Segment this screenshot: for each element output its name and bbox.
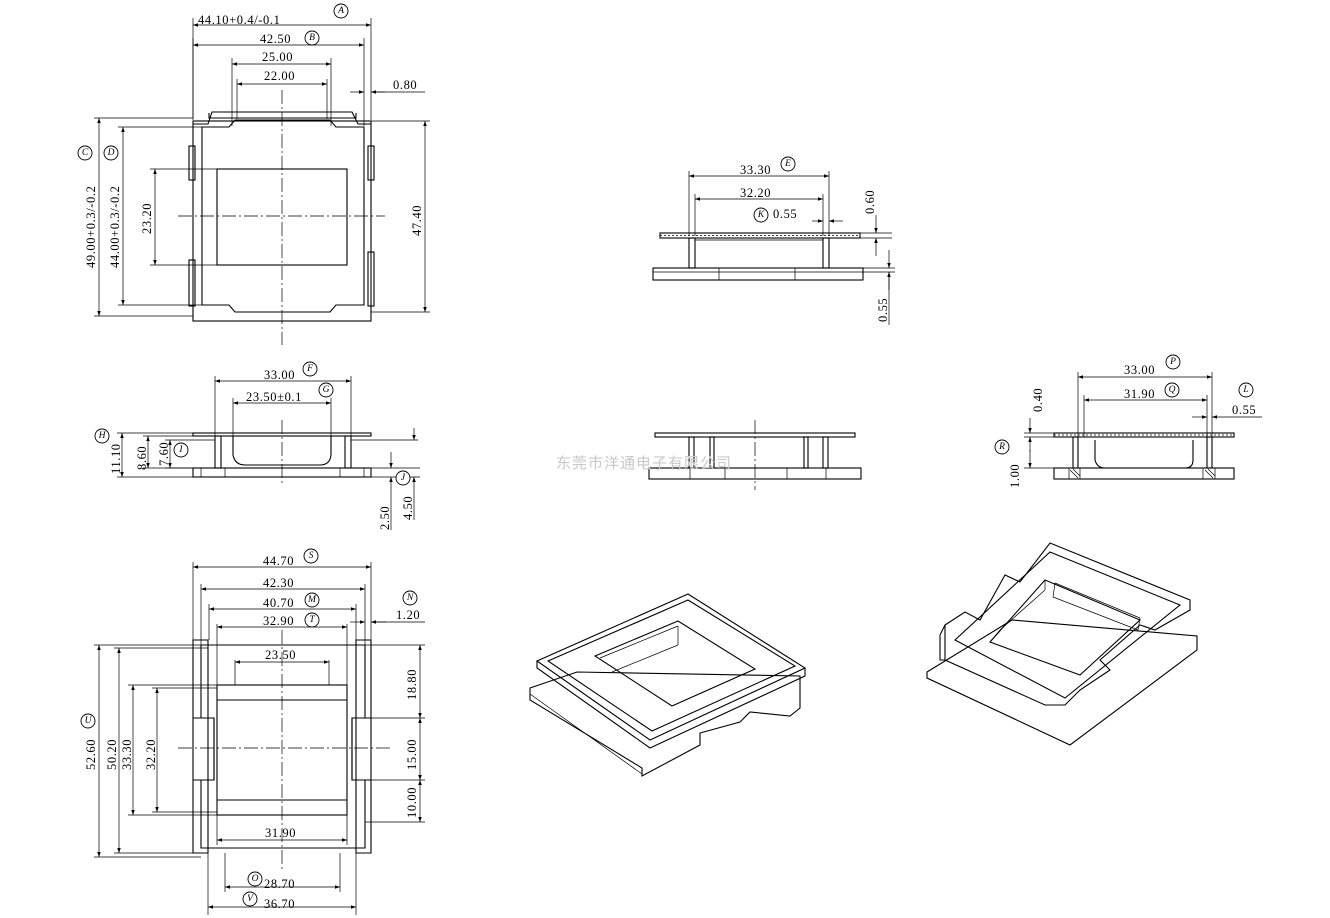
dim-11-10: 11.10 xyxy=(109,443,123,474)
dim-23-50-g: 23.50±0.1 xyxy=(246,390,302,404)
svg-text:K: K xyxy=(757,210,765,220)
tag-a: A xyxy=(333,3,349,19)
side-view-left: 33.00 23.50±0.1 11.10 8.60 7.60 2.50 4.5… xyxy=(109,368,420,530)
tag-d: D xyxy=(103,145,119,161)
dim-28-70: 28.70 xyxy=(264,877,295,891)
section-view-right: 33.00 31.90 0.55 0.40 1.00 xyxy=(1008,363,1262,488)
reference-tags: A B C D E F G H I J K L M N O P Q R S T … xyxy=(77,3,1254,907)
svg-text:E: E xyxy=(784,159,791,169)
tag-e: E xyxy=(780,156,796,172)
svg-text:C: C xyxy=(82,148,89,158)
isometric-view-2 xyxy=(926,542,1198,746)
dim-1-20: 1.20 xyxy=(396,608,420,622)
dim-18-80: 18.80 xyxy=(405,669,419,700)
tag-v: V xyxy=(242,891,258,907)
svg-text:O: O xyxy=(252,874,259,884)
dim-0-55-k: 0.55 xyxy=(773,207,797,221)
tag-q: Q xyxy=(1164,382,1180,398)
dim-33-00-p: 33.00 xyxy=(1124,363,1155,377)
svg-text:P: P xyxy=(1169,357,1176,367)
svg-text:B: B xyxy=(309,33,315,43)
dim-2-50: 2.50 xyxy=(378,506,392,530)
dim-0-40: 0.40 xyxy=(1031,388,1045,412)
svg-text:G: G xyxy=(323,385,330,395)
tag-j: J xyxy=(395,470,411,486)
dim-44-10: 44.10+0.4/-0.1 xyxy=(198,13,280,27)
dim-40-70: 40.70 xyxy=(263,596,294,610)
tag-g: G xyxy=(318,382,334,398)
dim-10-00: 10.00 xyxy=(405,787,419,818)
dim-36-70: 36.70 xyxy=(264,897,295,911)
dim-0-55-side: 0.55 xyxy=(876,298,890,322)
dim-25-00: 25.00 xyxy=(262,50,293,64)
dim-15-00: 15.00 xyxy=(405,739,419,770)
side-view-right: 33.30 32.20 0.55 0.60 0.55 xyxy=(652,163,895,325)
dim-32-20: 32.20 xyxy=(740,186,771,200)
tag-i: I xyxy=(173,442,189,458)
tag-u: U xyxy=(80,713,96,729)
tag-t: T xyxy=(304,612,320,628)
tag-f: F xyxy=(302,361,318,377)
tag-p: P xyxy=(1165,354,1181,370)
svg-text:L: L xyxy=(1242,385,1248,395)
watermark: 东莞市洋通电子有限公司 xyxy=(556,454,732,472)
tag-s: S xyxy=(303,548,319,564)
top-view: 44.10+0.4/-0.1 42.50 25.00 22.00 0.80 49… xyxy=(84,13,430,345)
svg-text:Q: Q xyxy=(1169,385,1176,395)
svg-text:S: S xyxy=(309,551,314,561)
dim-0-80-top: 0.80 xyxy=(393,78,417,92)
dim-32-20-bottom: 32.20 xyxy=(144,739,158,770)
tag-h: H xyxy=(94,428,110,444)
dim-23-20: 23.20 xyxy=(140,203,154,234)
dim-33-30: 33.30 xyxy=(740,163,771,177)
dim-8-60: 8.60 xyxy=(135,446,149,470)
dim-42-50: 42.50 xyxy=(260,32,291,46)
svg-text:J: J xyxy=(401,473,406,483)
dim-52-60: 52.60 xyxy=(84,739,98,770)
svg-text:V: V xyxy=(247,894,254,904)
dim-31-90-bottom: 31.90 xyxy=(265,826,296,840)
dim-31-90-q: 31.90 xyxy=(1124,387,1155,401)
tag-l: L xyxy=(1238,382,1254,398)
dim-49-00: 49.00+0.3/-0.2 xyxy=(84,186,98,268)
dim-4-50: 4.50 xyxy=(401,496,415,520)
dim-44-00: 44.00+0.3/-0.2 xyxy=(108,186,122,268)
dim-23-50-bottom: 23.50 xyxy=(265,648,296,662)
front-view-center xyxy=(648,420,862,490)
dim-42-30: 42.30 xyxy=(263,576,294,590)
tag-r: R xyxy=(994,439,1010,455)
svg-text:M: M xyxy=(307,595,317,605)
tag-c: C xyxy=(77,145,93,161)
dim-44-70: 44.70 xyxy=(263,554,294,568)
svg-text:F: F xyxy=(306,364,313,374)
svg-text:R: R xyxy=(998,442,1005,452)
tag-n: N xyxy=(402,590,418,606)
dim-33-00-f: 33.00 xyxy=(264,368,295,382)
tag-o: O xyxy=(247,871,263,887)
dim-47-40: 47.40 xyxy=(410,205,424,236)
dim-33-30-bottom: 33.30 xyxy=(120,739,134,770)
dim-22-00: 22.00 xyxy=(264,69,295,83)
svg-text:H: H xyxy=(98,431,107,441)
tag-m: M xyxy=(304,592,320,608)
svg-text:A: A xyxy=(337,6,344,16)
svg-text:I: I xyxy=(178,445,183,455)
dim-7-60: 7.60 xyxy=(157,442,171,466)
isometric-view-1 xyxy=(529,593,807,777)
svg-text:D: D xyxy=(107,148,115,158)
dim-0-55-l: 0.55 xyxy=(1232,403,1256,417)
svg-text:U: U xyxy=(85,716,93,726)
dim-50-20: 50.20 xyxy=(105,739,119,770)
svg-text:N: N xyxy=(406,593,414,603)
dim-1-00: 1.00 xyxy=(1008,464,1022,488)
dim-32-90: 32.90 xyxy=(263,614,294,628)
dim-0-60: 0.60 xyxy=(863,190,877,214)
bottom-view: 44.70 42.30 40.70 32.90 23.50 1.20 31.90… xyxy=(84,554,425,915)
tag-b: B xyxy=(304,30,320,46)
tag-k: K xyxy=(753,207,769,223)
svg-text:T: T xyxy=(309,615,315,625)
